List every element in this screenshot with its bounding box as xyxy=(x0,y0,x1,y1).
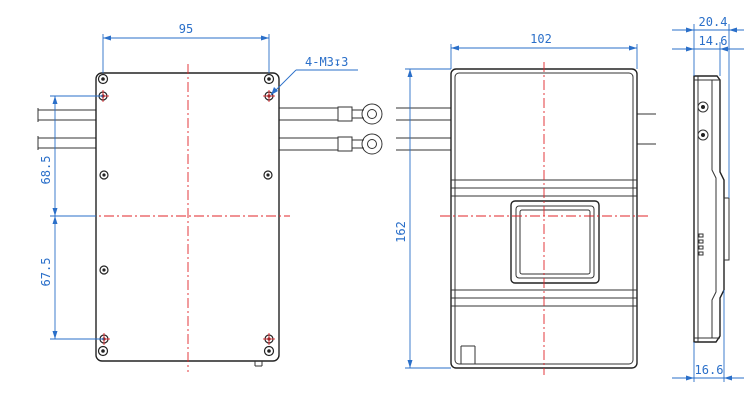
front-hole-centermarks xyxy=(97,90,275,345)
dim-body-height: 162 xyxy=(394,68,451,369)
front-right-wires xyxy=(279,103,383,155)
side-view: 20.4 14.6 16.6 xyxy=(672,15,744,382)
top-segment-label: 68.5 xyxy=(39,156,53,185)
body-wires xyxy=(396,107,656,151)
side-body-label: 14.6 xyxy=(699,34,728,48)
bottom-segment-label: 67.5 xyxy=(39,258,53,287)
side-bottom-label: 16.6 xyxy=(695,363,724,377)
body-window xyxy=(510,200,600,284)
dim-side-body: 14.6 xyxy=(672,34,744,76)
side-ports xyxy=(697,101,709,141)
dim-body-width: 102 xyxy=(450,32,638,69)
front-left-wires xyxy=(37,108,96,150)
dim-front-width: 95 xyxy=(102,22,270,73)
body-height-label: 162 xyxy=(394,221,408,243)
dim-side-total: 20.4 xyxy=(672,15,744,198)
front-width-label: 95 xyxy=(179,22,193,36)
body-bottom-notch xyxy=(460,345,476,364)
front-plate xyxy=(95,72,280,362)
screw-callout: 4-M3↧3 xyxy=(270,55,358,96)
body-view: 102 162 xyxy=(394,32,656,375)
side-total-label: 20.4 xyxy=(699,15,728,29)
dim-front-vertical: 68.5 67.5 xyxy=(39,95,104,340)
body-width-label: 102 xyxy=(530,32,552,46)
front-view: 95 4-M3↧3 68.5 67.5 xyxy=(37,22,383,372)
dim-side-bottom: 16.6 xyxy=(672,290,744,382)
side-leds xyxy=(698,233,704,256)
screw-note-label: 4-M3↧3 xyxy=(305,55,348,69)
front-mounting-holes xyxy=(97,73,275,357)
